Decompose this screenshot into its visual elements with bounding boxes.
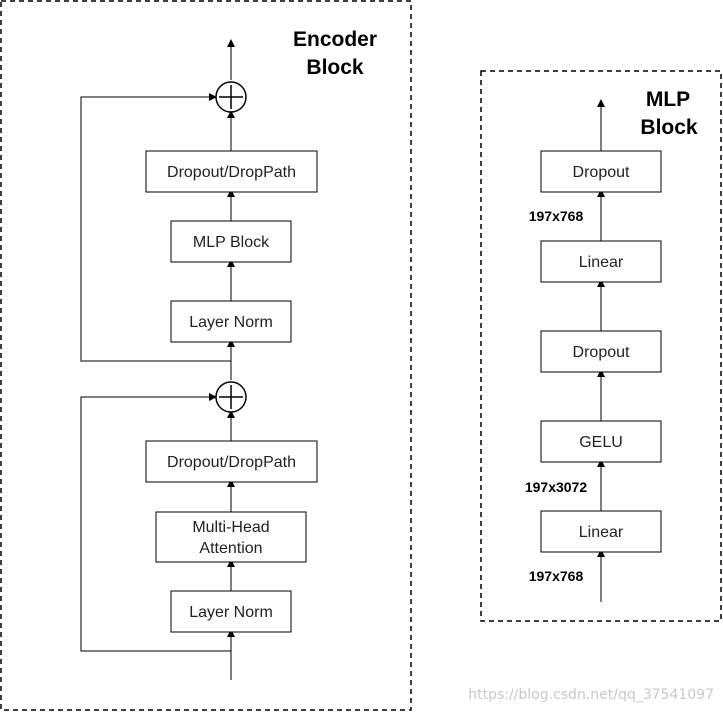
box-multi-head-attention: Multi-Head Attention [155,511,307,563]
box-layer-norm-top: Layer Norm [170,300,292,343]
box-mlp-gelu: GELU [540,420,662,463]
mlp-block-frame [480,70,722,622]
encoder-title-line2: Block [306,56,364,79]
box-mlp-dropout-top-label: Dropout [573,164,630,181]
box-mlp-linear-top-label: Linear [579,254,624,271]
box-multi-head-attention-line1: Multi-Head [192,519,269,536]
box-mlp-linear-top: Linear [540,240,662,283]
box-mlp-dropout-middle-label: Dropout [573,344,630,361]
box-layer-norm-bottom: Layer Norm [170,590,292,633]
box-mlp-linear-bottom: Linear [540,510,662,553]
residual-connection-top [80,93,231,362]
encoder-block-frame [0,0,412,711]
residual-connection-bottom [80,393,231,652]
box-mlp-block: MLP Block [170,220,292,263]
watermark: https://blog.csdn.net/qq_37541097 [468,687,714,703]
mlp-title-line2: Block [640,116,698,139]
box-mlp-block-label: MLP Block [193,234,270,251]
box-dropout-droppath-bottom: Dropout/DropPath [145,440,318,483]
box-dropout-droppath-top: Dropout/DropPath [145,150,318,193]
box-multi-head-attention-line2: Attention [199,540,262,557]
encoder-title-line1: Encoder [293,28,377,51]
add-node-top [215,81,247,113]
dim-label-bottom: 197x768 [529,568,584,584]
box-mlp-gelu-label: GELU [579,434,623,451]
mlp-title-line1: MLP [646,88,690,111]
box-mlp-dropout-top: Dropout [540,150,662,193]
box-dropout-droppath-top-label: Dropout/DropPath [167,164,296,181]
dim-label-middle: 197x3072 [525,479,588,495]
add-node-bottom [215,381,247,413]
box-dropout-droppath-bottom-label: Dropout/DropPath [167,454,296,471]
box-layer-norm-top-label: Layer Norm [189,314,273,331]
box-mlp-dropout-middle: Dropout [540,330,662,373]
box-layer-norm-bottom-label: Layer Norm [189,604,273,621]
box-mlp-linear-bottom-label: Linear [579,524,624,541]
dim-label-top: 197x768 [529,208,584,224]
